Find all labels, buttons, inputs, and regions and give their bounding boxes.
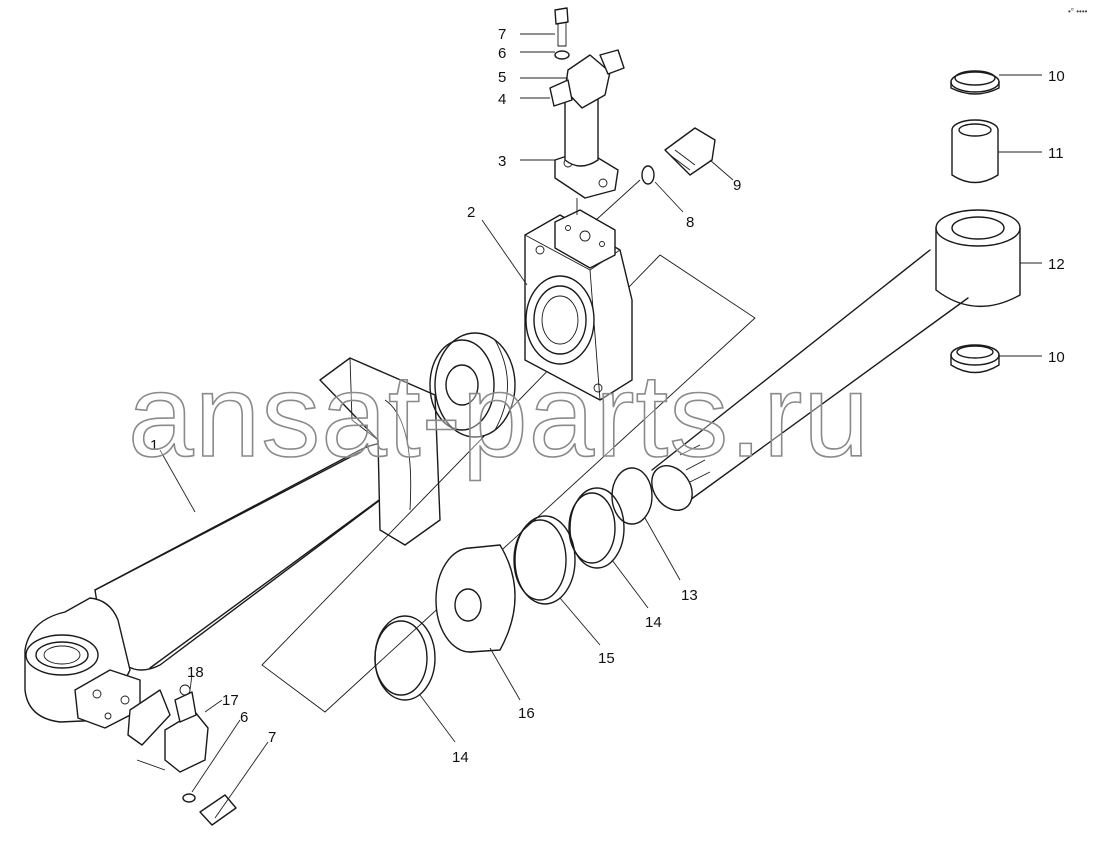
callout-3: 3 (498, 153, 506, 170)
callout-13: 13 (681, 587, 698, 604)
callout-17: 17 (222, 692, 239, 709)
piston-rod (651, 209, 1021, 511)
callout-9: 9 (733, 177, 741, 194)
callout-7-bottom: 7 (268, 729, 276, 746)
callout-6-bottom: 6 (240, 709, 248, 726)
callout-15: 15 (598, 650, 615, 667)
watermark-text: ansat-parts.ru (128, 350, 870, 482)
callout-4: 4 (498, 91, 506, 108)
cylinder-head (524, 209, 633, 401)
lower-fittings (164, 684, 237, 826)
callout-8: 8 (686, 214, 694, 231)
callout-18: 18 (187, 664, 204, 681)
callout-14-right: 14 (645, 614, 662, 631)
bolt-and-oring (641, 127, 716, 185)
callout-6-top: 6 (498, 45, 506, 62)
corner-mark: •° •••• (1068, 7, 1088, 16)
piston (429, 332, 516, 438)
cylinder-tube (24, 357, 441, 746)
callout-16: 16 (518, 705, 535, 722)
seal-rings (374, 467, 653, 701)
leader-lines (136, 33, 1042, 819)
callout-10-top: 10 (1048, 68, 1065, 85)
callout-14-left: 14 (452, 749, 469, 766)
pipe-assembly (549, 7, 625, 199)
callout-labels: 1 2 3 4 5 6 7 8 9 10 11 12 10 13 14 15 1… (150, 26, 1065, 766)
callout-11: 11 (1048, 145, 1064, 162)
callout-2: 2 (467, 204, 475, 221)
callout-5: 5 (498, 69, 506, 86)
callout-7-top: 7 (498, 26, 506, 43)
callout-1: 1 (150, 437, 158, 454)
callout-10-bottom: 10 (1048, 349, 1065, 366)
callout-12: 12 (1048, 256, 1065, 273)
rod-eye-bushings (950, 70, 1000, 374)
